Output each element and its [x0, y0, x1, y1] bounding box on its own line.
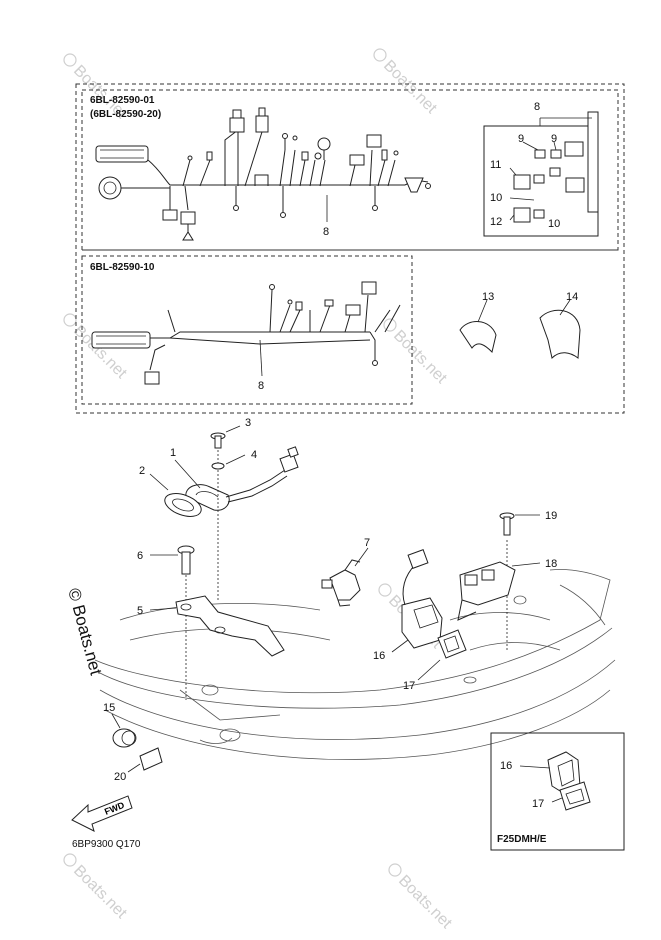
- washer-part-4: [211, 454, 246, 470]
- bolt-part-6: [150, 545, 195, 700]
- callout-11: 11: [490, 159, 501, 171]
- gasket-part-2: [149, 473, 202, 517]
- watermark-text: Boats.net: [395, 872, 455, 932]
- watermark-group: Boats.net Boats.net Boats.net Boats.net …: [63, 48, 455, 932]
- clamp-14: [539, 299, 581, 359]
- callout-8: 8: [323, 226, 329, 238]
- screw-part-19: [499, 512, 540, 650]
- copyright-text: © Boats.net: [64, 586, 105, 677]
- clamp-13: [459, 299, 497, 353]
- callout-8-lower: 8: [258, 380, 264, 392]
- wire-harness-lower: [91, 281, 401, 385]
- seal-part-17: [417, 629, 467, 681]
- harness-code-lower: 6BL-82590-10: [90, 262, 155, 273]
- callout-20: 20: [114, 771, 126, 783]
- watermark-text: Boats.net: [70, 322, 130, 382]
- callout-14: 14: [566, 291, 578, 303]
- callout-18: 18: [545, 558, 557, 570]
- fwd-arrow: FWD: [71, 795, 133, 832]
- callout-2: 2: [139, 465, 145, 477]
- callout-3: 3: [245, 417, 251, 429]
- callout-6: 6: [137, 550, 143, 562]
- callout-9: 9: [551, 133, 557, 145]
- callout-16: 16: [373, 650, 385, 662]
- callout-7: 7: [364, 537, 370, 549]
- bracket-part-5: [149, 595, 285, 657]
- watermark-text: Boats.net: [380, 57, 440, 117]
- callout-15: 15: [103, 702, 115, 714]
- callout-17: 17: [403, 680, 415, 692]
- connector-part-7: [321, 547, 369, 607]
- bracket-part-18: [457, 561, 541, 621]
- harness-frame: [75, 83, 625, 414]
- switch-part-16: [391, 549, 443, 653]
- watermark-text: Boats.net: [390, 327, 450, 387]
- watermark-text: Boats.net: [70, 862, 130, 922]
- lower-cowling-body: [94, 569, 616, 760]
- model-inset: [490, 732, 625, 851]
- callout-10: 10: [490, 192, 502, 204]
- callout-13: 13: [482, 291, 494, 303]
- callout-19: 19: [545, 510, 557, 522]
- callout-5: 5: [137, 605, 143, 617]
- plug-part-15: [111, 713, 137, 748]
- callout-8-inset: 8: [534, 101, 540, 113]
- harness-code-primary: 6BL-82590-01: [90, 95, 155, 106]
- footer-code: 6BP9300 Q170: [72, 839, 141, 850]
- callout-4: 4: [251, 449, 257, 461]
- callout-1: 1: [170, 447, 176, 459]
- inset-model-label: F25DMH/E: [497, 834, 547, 845]
- callout-17-inset: 17: [532, 798, 544, 810]
- callout-16-inset: 16: [500, 760, 512, 772]
- callout-10: 10: [548, 218, 560, 230]
- label-part-20: [127, 747, 163, 773]
- screw-part-3: [210, 425, 241, 600]
- relay-inset: [483, 111, 599, 237]
- callout-12: 12: [490, 216, 502, 228]
- harness-code-secondary: (6BL-82590-20): [90, 109, 161, 120]
- callout-9: 9: [518, 133, 524, 145]
- wire-harness-upper: [95, 107, 431, 241]
